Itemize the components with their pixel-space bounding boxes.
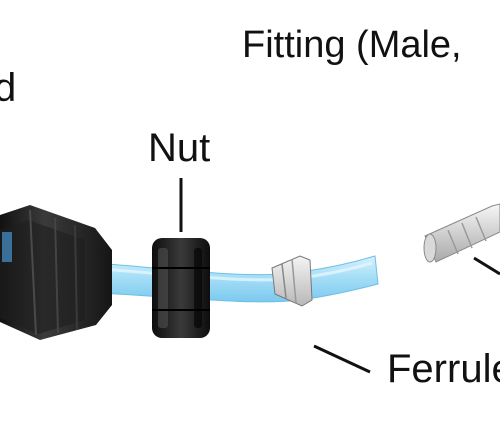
nut: [152, 238, 210, 338]
fitting-pointer: [473, 256, 500, 276]
left-label-fragment: d: [0, 66, 17, 110]
fitting-label: Fitting (Male,: [242, 24, 462, 66]
nut-label: Nut: [148, 126, 211, 170]
fitting-body: [0, 205, 112, 340]
ferrule-pointer: [313, 344, 371, 374]
tubing: [79, 255, 379, 303]
fitting-pin: [423, 203, 500, 263]
ferrule-label: Ferrule: [387, 347, 500, 391]
ferrule: [271, 255, 313, 307]
